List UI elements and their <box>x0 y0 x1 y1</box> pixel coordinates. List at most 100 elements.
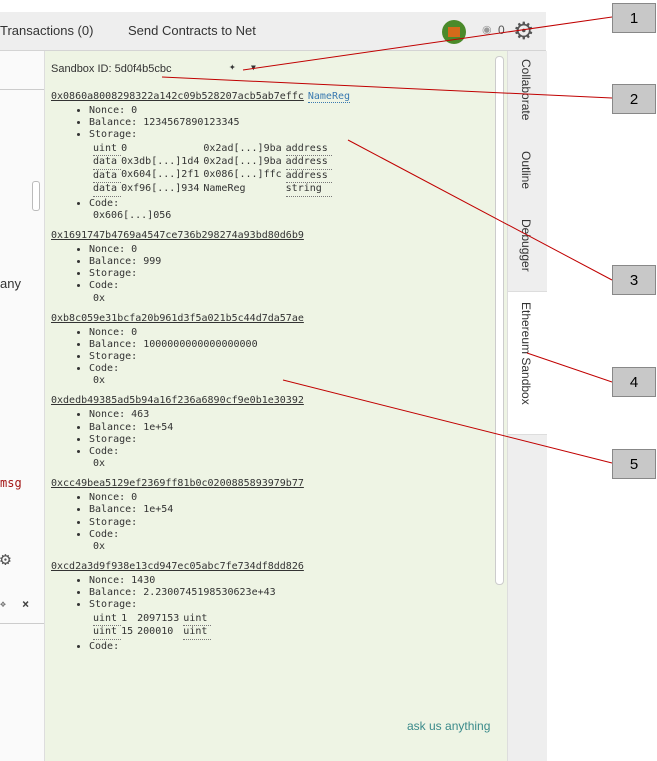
nonce-value: 0 <box>131 326 138 338</box>
balance-label: Balance: <box>89 256 138 268</box>
tab-collaborate[interactable]: Collaborate <box>508 59 547 139</box>
storage-label: Storage: <box>89 516 138 528</box>
chevron-down-icon[interactable]: ▼ <box>251 63 256 72</box>
ethereum-sandbox-panel: Sandbox ID: 5d0f4b5cbc ✦ ▼ 0x0860a800829… <box>45 51 507 761</box>
account-properties: Nonce: 1430Balance: 2.2300745198530623e+… <box>51 575 491 653</box>
tab-outline[interactable]: Outline <box>508 151 547 211</box>
nonce-label: Nonce: <box>89 326 126 338</box>
top-toolbar: Transactions (0) Send Contracts to Net ◉… <box>0 12 546 51</box>
editor-code-fragment: msg <box>0 476 22 490</box>
storage-value: 200010 <box>137 625 174 637</box>
account-entry: 0xdedb49385ad5b94a16f236a6890cf9e0b1e303… <box>51 395 491 470</box>
storage-type: uint <box>93 625 122 640</box>
storage: Storage:uint00x2ad[...]9baaddressdata0x3… <box>89 129 491 197</box>
storage-key: 1 <box>121 612 128 624</box>
nonce-label: Nonce: <box>89 575 126 587</box>
sandbox-scrollbar[interactable] <box>495 56 504 585</box>
code-label: Code: <box>89 640 120 652</box>
nonce-value: 0 <box>131 243 138 255</box>
storage-key: 0x604[...]2f1 <box>121 169 200 181</box>
code-value: 0x <box>93 458 106 470</box>
code: Code:0x <box>89 446 491 470</box>
nonce-label: Nonce: <box>89 105 126 116</box>
storage-value: 2097153 <box>137 612 180 624</box>
account-address-link[interactable]: 0x1691747b4769a4547ce736b298274a93bd80d6… <box>51 229 304 241</box>
nonce: Nonce: 0 <box>89 327 491 339</box>
storage-type: data <box>93 169 122 184</box>
callout-3: 3 <box>612 265 656 295</box>
storage-value: 0x086[...]ffc <box>203 169 282 181</box>
send-contracts-button[interactable]: Send Contracts to Net <box>128 23 256 38</box>
nonce-label: Nonce: <box>89 492 126 504</box>
balance-label: Balance: <box>89 587 138 599</box>
account-address-link[interactable]: 0xb8c059e31bcfa20b961d3f5a021b5c44d7da57… <box>51 312 304 324</box>
gear-icon[interactable]: ⚙ <box>0 549 11 570</box>
transactions-tab[interactable]: Transactions (0) <box>0 23 94 38</box>
nonce-label: Nonce: <box>89 243 126 255</box>
nonce-value: 1430 <box>131 575 156 587</box>
account-entry: 0xb8c059e31bcfa20b961d3f5a021b5c44d7da57… <box>51 313 491 388</box>
editor-scrollbar[interactable] <box>32 181 40 211</box>
balance-value: 1e+54 <box>143 504 174 516</box>
storage-label: Storage: <box>89 433 138 445</box>
avatar-icon[interactable] <box>442 20 466 44</box>
pin-icon[interactable]: ❖ <box>0 599 7 610</box>
account-properties: Nonce: 0Balance: 1000000000000000000Stor… <box>51 327 491 388</box>
account-address-link[interactable]: 0xcc49bea5129ef2369ff81b0c0200885893979b… <box>51 478 304 490</box>
account-entry: 0x1691747b4769a4547ce736b298274a93bd80d6… <box>51 230 491 305</box>
nonce: Nonce: 463 <box>89 409 491 421</box>
storage-key: 0xf96[...]934 <box>121 182 200 194</box>
account-header: 0xb8c059e31bcfa20b961d3f5a021b5c44d7da57… <box>51 313 491 325</box>
account-address-link[interactable]: 0xcd2a3d9f938e13cd947ec05abc7fe734df8dd8… <box>51 561 304 573</box>
close-icon[interactable]: × <box>22 597 30 611</box>
tab-ethereum-sandbox[interactable]: Ethereum Sandbox <box>508 291 547 435</box>
account-tag[interactable]: NameReg <box>307 91 351 103</box>
account-address-link[interactable]: 0x0860a8008298322a142c09b528207acb5ab7ef… <box>51 91 304 102</box>
tab-label: Debugger <box>519 219 533 272</box>
storage-vtype: address <box>285 155 332 170</box>
tab-debugger[interactable]: Debugger <box>508 219 547 289</box>
pin-icon[interactable]: ✦ <box>229 60 236 73</box>
storage-label: Storage: <box>89 129 138 141</box>
storage-type: uint <box>93 142 122 157</box>
storage-label: Storage: <box>89 351 138 363</box>
code-label: Code: <box>89 363 120 375</box>
storage-vtype: address <box>285 142 332 157</box>
callout-2: 2 <box>612 84 656 114</box>
balance: Balance: 1234567890123345 <box>89 117 491 129</box>
gear-icon[interactable]: ⚙ <box>513 18 535 45</box>
balance-value: 999 <box>143 256 162 268</box>
balance: Balance: 1e+54 <box>89 422 491 434</box>
editor-text-fragment: any <box>0 276 21 291</box>
nonce: Nonce: 1430 <box>89 575 491 587</box>
code-label: Code: <box>89 446 120 458</box>
storage-type: uint <box>93 612 122 627</box>
nonce: Nonce: 0 <box>89 244 491 256</box>
code: Code:0x <box>89 363 491 387</box>
account-header: 0xdedb49385ad5b94a16f236a6890cf9e0b1e303… <box>51 395 491 407</box>
balance-label: Balance: <box>89 338 138 350</box>
balance-value: 1e+54 <box>143 421 174 433</box>
storage-key: 15 <box>121 625 134 637</box>
account-address-link[interactable]: 0xdedb49385ad5b94a16f236a6890cf9e0b1e303… <box>51 395 304 407</box>
code: Code:0x <box>89 280 491 304</box>
nonce-value: 0 <box>131 105 138 116</box>
storage-vtype: address <box>285 169 332 184</box>
storage-value: NameReg <box>203 182 246 194</box>
storage-type: data <box>93 155 122 170</box>
storage-label: Storage: <box>89 268 138 280</box>
nonce-value: 463 <box>131 409 150 421</box>
storage-key: 0x3db[...]1d4 <box>121 155 200 167</box>
ask-us-anything-link[interactable]: ask us anything <box>407 719 491 733</box>
storage-vtype: uint <box>183 625 212 640</box>
storage-type: data <box>93 182 122 197</box>
account-header: 0x0860a8008298322a142c09b528207acb5ab7ef… <box>51 91 491 103</box>
account-properties: Nonce: 463Balance: 1e+54Storage:Code:0x <box>51 409 491 470</box>
account-entry: 0xcd2a3d9f938e13cd947ec05abc7fe734df8dd8… <box>51 561 491 653</box>
